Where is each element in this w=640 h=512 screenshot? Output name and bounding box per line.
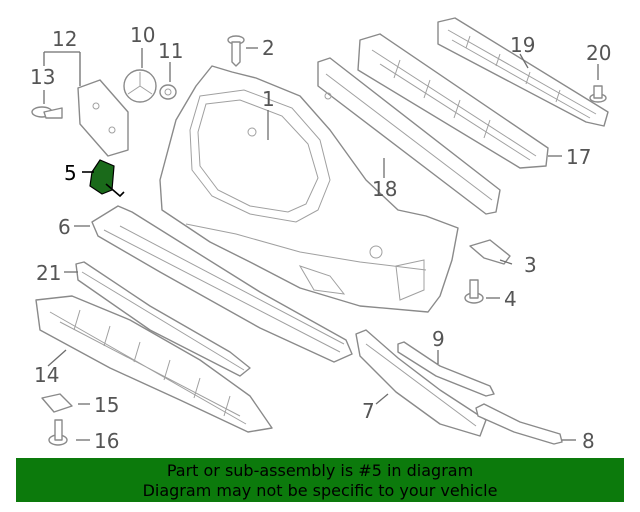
- callout-11: 11: [158, 39, 183, 63]
- callout-12: 12: [52, 27, 77, 51]
- part-16-bolt: [48, 419, 68, 446]
- part-17-foam-absorber: [357, 33, 549, 169]
- banner-line-1: Part or sub-assembly is #5 in diagram: [166, 461, 474, 480]
- notice-banner: Part or sub-assembly is #5 in diagram Di…: [16, 458, 624, 502]
- callout-15: 15: [94, 393, 119, 417]
- part-8-trim-molding: [475, 403, 563, 445]
- part-2-screw: [227, 35, 245, 67]
- callout-7: 7: [362, 399, 375, 423]
- callout-10: 10: [130, 23, 155, 47]
- leader-lines: [43, 47, 599, 441]
- part-11-grommet: [159, 84, 177, 100]
- callout-19: 19: [510, 33, 535, 57]
- callout-16: 16: [94, 429, 119, 452]
- parts-diagram: 1 2 3 4 5 6 7 8 9 10 11 12 13 14 15 16 1…: [30, 17, 611, 452]
- callout-18: 18: [372, 177, 397, 201]
- part-4-bolt: [464, 279, 484, 304]
- callout-14: 14: [34, 363, 59, 387]
- callout-9: 9: [432, 327, 445, 351]
- part-1-bumper-cover: [159, 65, 459, 313]
- callout-8: 8: [582, 429, 595, 452]
- part-14-splash-shield: [35, 295, 273, 433]
- callout-labels: 1 2 3 4 5 6 7 8 9 10 11 12 13 14 15 16 1…: [30, 23, 611, 452]
- callout-13: 13: [30, 65, 55, 89]
- part-20-bolt: [589, 85, 607, 103]
- banner-line-2: Diagram may not be specific to your vehi…: [142, 481, 498, 500]
- part-15-clip-nut: [41, 393, 73, 413]
- callout-17: 17: [566, 145, 591, 169]
- part-7-grille-insert: [355, 329, 487, 437]
- part-5-bracket-highlighted: [89, 159, 125, 198]
- callout-21: 21: [36, 261, 61, 285]
- part-19-absorber: [437, 17, 609, 127]
- callout-4: 4: [504, 287, 517, 311]
- callout-20: 20: [586, 41, 611, 65]
- callout-3: 3: [524, 253, 537, 277]
- part-12-license-bracket: [77, 79, 129, 157]
- part-3-bracket-clip: [469, 239, 511, 265]
- callout-1: 1: [262, 87, 275, 111]
- part-9-chrome-strip: [397, 341, 495, 397]
- part-6-lower-grille: [91, 205, 353, 363]
- part-13-push-clip: [31, 106, 63, 119]
- callout-5: 5: [64, 161, 77, 185]
- part-21-trim-strip: [75, 261, 251, 377]
- part-10-emblem: [123, 69, 157, 103]
- callout-6: 6: [58, 215, 71, 239]
- part-18-reinforcement-bar: [317, 57, 501, 215]
- callout-2: 2: [262, 36, 275, 60]
